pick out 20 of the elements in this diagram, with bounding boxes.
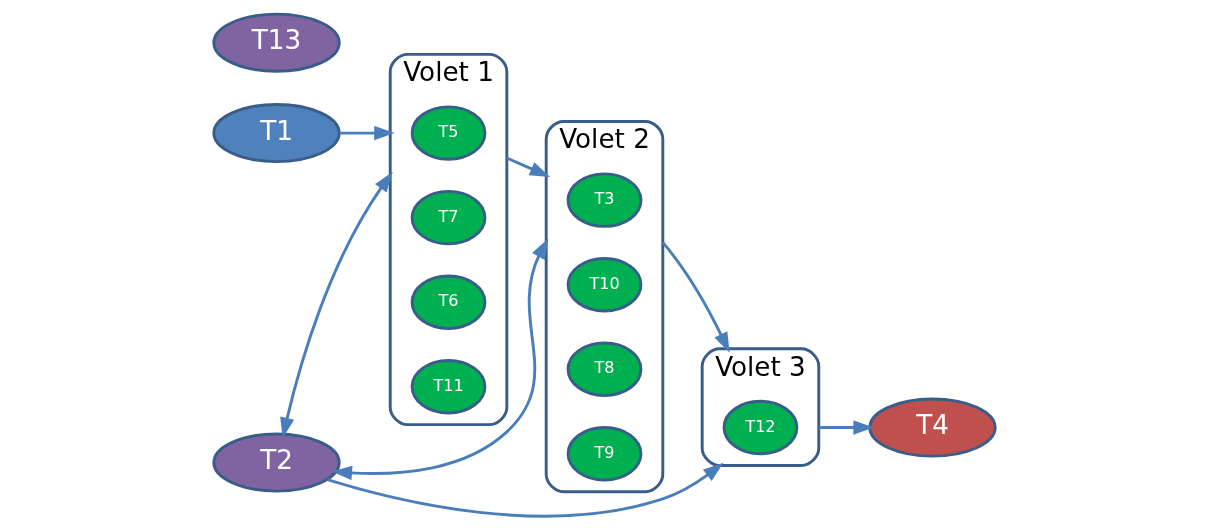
node-ellipse: T2 (212, 432, 341, 493)
arrow (506, 156, 551, 177)
arrow (280, 171, 393, 439)
node-ellipse: T12 (722, 399, 799, 456)
node-ellipse: T6 (410, 274, 487, 330)
node-ellipse: T4 (868, 397, 997, 458)
node-ellipse: T13 (212, 12, 341, 73)
node-ellipse: T10 (566, 257, 643, 313)
arrow (818, 420, 874, 435)
node-ellipse: T8 (566, 341, 643, 397)
arrow (661, 241, 730, 353)
node-ellipse: T5 (410, 105, 487, 161)
node-ellipse: T11 (410, 359, 487, 415)
arrow (339, 125, 395, 141)
node-ellipse: T9 (566, 426, 643, 482)
arrow (326, 462, 724, 518)
node-ellipse: T7 (410, 189, 487, 246)
node-ellipse: T1 (212, 103, 341, 164)
node-ellipse: T3 (566, 172, 643, 228)
arrow (331, 238, 549, 481)
